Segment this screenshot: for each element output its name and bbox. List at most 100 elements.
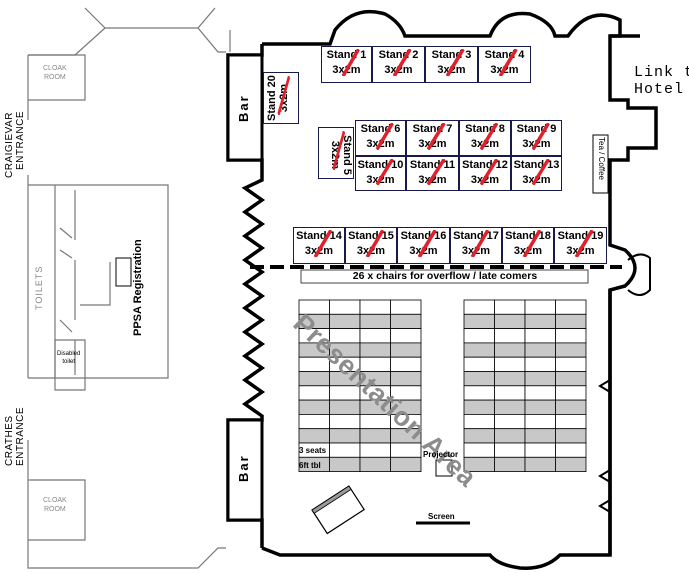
seat-cell xyxy=(524,328,556,344)
link-hotel-line-1: Link to xyxy=(634,64,689,81)
seat-cell xyxy=(494,385,526,401)
stand-8: Stand 8 3x2m xyxy=(459,120,511,156)
table-cell xyxy=(524,456,556,472)
seat-cell xyxy=(298,385,330,401)
stand-4-size: 3x2m xyxy=(490,64,519,76)
projector xyxy=(435,459,453,477)
stand-17: Stand 17 3x2m xyxy=(450,227,502,264)
seat-cell xyxy=(463,385,495,401)
six-ft-table-label: 6ft tbl xyxy=(299,461,321,470)
seat-cell xyxy=(494,328,526,344)
craigievar-line-1: CRAIGIEVAR xyxy=(4,112,15,178)
seat-cell xyxy=(555,442,587,458)
stand-11-name: Stand 11 xyxy=(409,159,456,171)
seat-cell xyxy=(329,442,361,458)
link-to-hotel-label: Link to Hotel xyxy=(634,64,689,98)
stand-11: Stand 11 3x2m xyxy=(406,156,459,191)
table-cell xyxy=(329,428,361,444)
disabled-toilet-label: Disabled toilet xyxy=(57,350,80,366)
seat-cell xyxy=(463,413,495,430)
seat-cell xyxy=(524,442,556,458)
seat-cell xyxy=(524,356,556,372)
seat-cell xyxy=(390,328,422,344)
stand-16-name: Stand 16 xyxy=(400,230,447,242)
table-cell xyxy=(524,428,556,444)
stand-17-name: Stand 17 xyxy=(453,230,499,242)
seat-cell xyxy=(494,299,526,315)
stand-1: Stand 1 3x2m xyxy=(321,46,372,83)
seating-block-right xyxy=(463,299,587,472)
table-cell xyxy=(359,456,391,472)
stand-18: Stand 18 3x2m xyxy=(502,227,554,264)
stand-6: Stand 6 3x2m xyxy=(355,120,406,156)
stand-15-size: 3x2m xyxy=(356,245,386,257)
stand-19-size: 3x2m xyxy=(566,245,595,257)
disabled-line-1: Disabled xyxy=(57,351,81,357)
table-cell xyxy=(555,456,587,472)
table-cell xyxy=(359,313,391,329)
seat-cell xyxy=(359,299,391,315)
table-cell xyxy=(524,371,556,387)
stand-7-size: 3x2m xyxy=(418,138,447,150)
table-cell xyxy=(390,371,422,387)
seat-cell xyxy=(329,299,361,315)
stand-16: Stand 16 3x2m xyxy=(397,227,450,264)
seat-cell xyxy=(359,442,391,458)
table-cell xyxy=(555,428,587,444)
disabled-line-2: toilet xyxy=(62,359,76,365)
seat-cell xyxy=(359,328,391,344)
stand-2-size: 3x2m xyxy=(384,64,413,76)
table-cell xyxy=(555,342,587,358)
stand-7: Stand 7 3x2m xyxy=(406,120,459,156)
stand-15-name: Stand 15 xyxy=(348,230,394,242)
stand-9: Stand 9 3x2m xyxy=(511,120,562,156)
stand-1-size: 3x2m xyxy=(332,64,361,76)
stand-13: Stand 13 3x2m xyxy=(511,156,562,191)
stand-5-text: Stand 5 3x2m xyxy=(329,130,353,178)
table-cell xyxy=(298,399,330,415)
stand-20-size: 3x2m xyxy=(278,83,290,113)
table-cell xyxy=(555,313,587,329)
stand-12-name: Stand 12 xyxy=(462,159,508,171)
stand-5-name: Stand 5 xyxy=(341,135,353,175)
stand-15: Stand 15 3x2m xyxy=(345,227,397,264)
stand-10-name: Stand 10 xyxy=(357,159,404,171)
table-cell xyxy=(463,399,495,415)
stand-14-name: Stand 14 xyxy=(296,230,342,242)
stand-9-size: 3x2m xyxy=(522,138,551,150)
tea-coffee-label: Tea / Coffee xyxy=(597,137,606,180)
stand-6-size: 3x2m xyxy=(366,138,395,150)
cloak-top-line-2: ROOM xyxy=(43,74,66,81)
stand-12: Stand 12 3x2m xyxy=(459,156,511,191)
seat-cell xyxy=(494,413,526,430)
table-cell xyxy=(463,342,495,358)
stand-1-name: Stand 1 xyxy=(326,49,367,61)
registration-desk xyxy=(115,257,132,287)
craigievar-line-2: ENTRANCE xyxy=(15,110,26,170)
table-cell xyxy=(524,399,556,415)
hall-walls xyxy=(226,9,658,570)
stand-8-size: 3x2m xyxy=(470,138,500,150)
three-seats-label: 3 seats xyxy=(299,446,327,455)
table-cell xyxy=(463,428,495,444)
angled-table xyxy=(311,485,365,535)
crathes-line-1: CRATHES xyxy=(4,415,15,466)
seat-cell xyxy=(555,413,587,430)
seat-cell xyxy=(524,299,556,315)
stand-5-size: 3x2m xyxy=(329,140,341,170)
table-cell xyxy=(494,342,526,358)
toilets-label: TOILETS xyxy=(34,265,44,310)
stand-14: Stand 14 3x2m xyxy=(293,227,345,264)
stand-4-name: Stand 4 xyxy=(484,49,525,61)
stand-11-size: 3x2m xyxy=(418,174,447,186)
tea-coffee-station xyxy=(592,134,609,194)
table-cell xyxy=(555,399,587,415)
screen-label: Screen xyxy=(428,512,455,521)
seat-cell xyxy=(555,328,587,344)
stand-2: Stand 2 3x2m xyxy=(372,46,425,83)
stand-17-size: 3x2m xyxy=(461,245,491,257)
projector-label: Projector xyxy=(423,450,459,459)
table-cell xyxy=(390,456,422,472)
crathes-line-2: ENTRANCE xyxy=(15,406,26,466)
seat-cell xyxy=(555,356,587,372)
